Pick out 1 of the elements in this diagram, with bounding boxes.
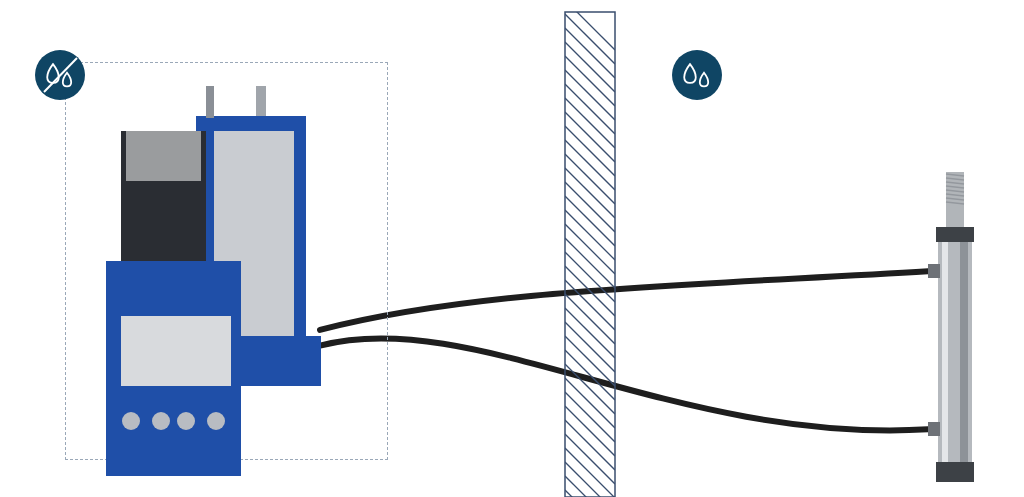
hose [317,268,931,333]
